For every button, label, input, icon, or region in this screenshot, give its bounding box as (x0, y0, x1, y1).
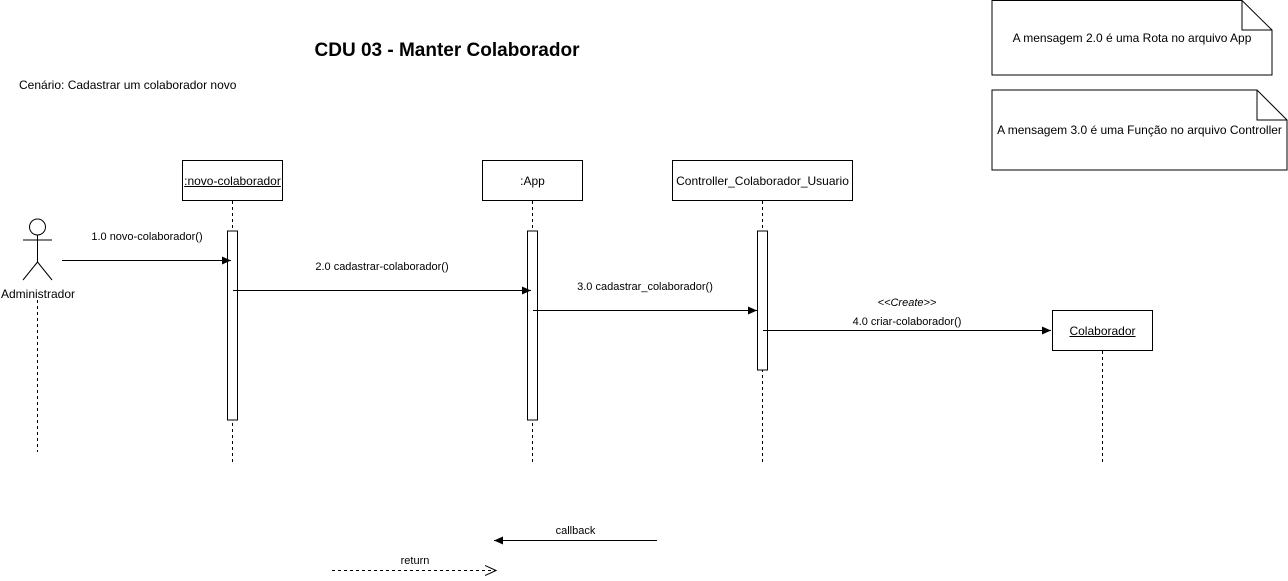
participant-novo-colaborador-label: :novo-colaborador (184, 173, 281, 188)
participant-colaborador[interactable]: Colaborador (1052, 310, 1153, 351)
message-stereotype-4: <<Create>> (877, 297, 937, 309)
note-1-text: A mensagem 2.0 é uma Rota no arquivo App (1012, 31, 1252, 45)
message-label-2: 2.0 cadastrar-colaborador() (315, 261, 449, 273)
participant-novo-colaborador[interactable]: :novo-colaborador (182, 160, 283, 201)
participant-colaborador-label: Colaborador (1069, 323, 1136, 338)
participant-app[interactable]: :App (482, 160, 583, 201)
actor-label: Administrador (0, 287, 76, 301)
message-label-3: 3.0 cadastrar_colaborador() (577, 281, 713, 293)
scenario-text: Cenário: Cadastrar um colaborador novo (19, 78, 237, 92)
activation-app (527, 230, 538, 421)
note-1: A mensagem 2.0 é uma Rota no arquivo App (992, 1, 1272, 75)
return-label: return (400, 555, 430, 567)
note-shape-1 (991, 0, 1273, 76)
note-2: A mensagem 3.0 é uma Função no arquivo C… (992, 90, 1287, 170)
participant-app-label: :App (520, 173, 545, 188)
diagram-title: CDU 03 - Manter Colaborador (314, 40, 580, 61)
participant-controller[interactable]: Controller_Colaborador_Usuario (672, 160, 853, 201)
activation-novo-colaborador (227, 230, 238, 421)
message-label-1: 1.0 novo-colaborador() (91, 231, 203, 243)
actor-figure (22, 218, 53, 281)
note-2-text: A mensagem 3.0 é uma Função no arquivo C… (997, 123, 1282, 137)
activation-controller (757, 230, 768, 371)
message-label-4: 4.0 criar-colaborador() (852, 316, 962, 328)
note-shape-2 (991, 89, 1288, 171)
callback-label: callback (555, 525, 596, 537)
participant-controller-label: Controller_Colaborador_Usuario (676, 173, 849, 188)
